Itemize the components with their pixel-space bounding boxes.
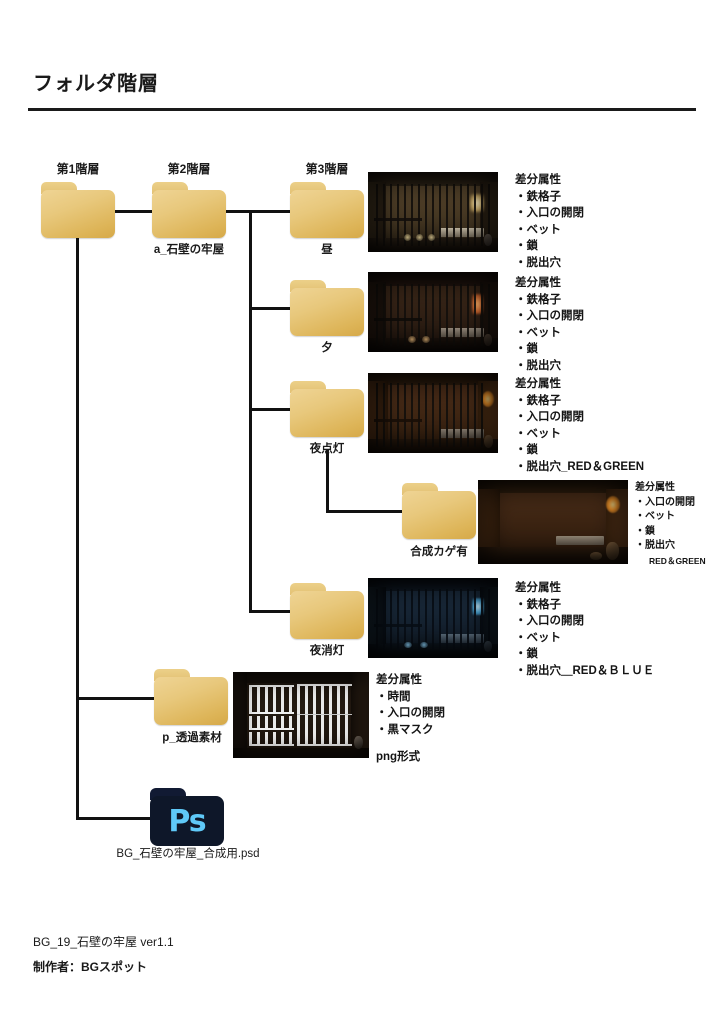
- psd-file-label: BG_石壁の牢屋_合成用.psd: [116, 848, 260, 860]
- folder-body-icon: [41, 190, 115, 238]
- connector-tentou-to-kage: [326, 510, 402, 513]
- annotation-item: ・鎖: [635, 525, 655, 537]
- connector-tentou-down: [326, 450, 329, 513]
- annotation-head: 差分属性: [515, 378, 561, 390]
- folder-body-icon: [290, 389, 364, 437]
- folder-hiru[interactable]: [290, 182, 364, 238]
- thumbnail-yoru-tentou[interactable]: [368, 373, 498, 453]
- annotation-item: ・脱出穴＿RED＆ＢＬＵＥ: [515, 664, 655, 677]
- annotation-item: ・入口の開閉: [515, 207, 584, 220]
- footer-title: BG_19_石壁の牢屋 ver1.1: [33, 935, 174, 949]
- thumbnail-hiru[interactable]: [368, 172, 498, 252]
- connector-root-to-touka: [76, 697, 154, 700]
- photoshop-icon-glyph: Ps: [168, 803, 206, 839]
- folder-body-icon: [154, 677, 228, 725]
- annotation-item: ・入口の開閉: [635, 496, 695, 508]
- connector-to-yoru-tentou: [249, 408, 292, 411]
- annotation-item: ・脱出穴_RED＆GREEN: [515, 460, 645, 473]
- annotation-item: ・鉄格子: [515, 190, 561, 203]
- folder-label-yuu: 夕: [321, 342, 333, 354]
- annotation-yuu: 差分属性 ・鉄格子 ・入口の開閉 ・ベット ・鎖 ・脱出穴: [515, 275, 584, 375]
- footer-author: 制作者：BGスポット: [33, 960, 148, 974]
- annotation-item: ・ベット: [515, 326, 561, 339]
- folder-yoru-shoutou[interactable]: [290, 583, 364, 639]
- annotation-subnote: RED＆GREEN: [649, 555, 706, 566]
- annotation-hiru: 差分属性 ・鉄格子 ・入口の開閉 ・ベット ・鎖 ・脱出穴: [515, 172, 584, 272]
- annotation-item: ・ベット: [515, 223, 561, 236]
- folder-label-hiru: 昼: [321, 244, 333, 256]
- connector-level2-out: [226, 210, 252, 213]
- annotation-item: ・鉄格子: [515, 394, 561, 407]
- folder-body-icon: [290, 591, 364, 639]
- level-label-1: 第1階層: [56, 162, 100, 176]
- annotation-item: ・鎖: [515, 648, 538, 661]
- annotation-item: ・入口の開閉: [376, 707, 445, 720]
- annotation-item: ・入口の開閉: [515, 310, 584, 323]
- title-divider: [28, 108, 696, 111]
- folder-label-a-ishikabe: a_石壁の牢屋: [153, 244, 225, 256]
- folder-p-touka-sozai[interactable]: [154, 669, 228, 725]
- folder-label-gousei-kage: 合成カゲ有: [410, 546, 468, 558]
- annotation-item: ・入口の開閉: [515, 411, 584, 424]
- folder-gousei-kage-ari[interactable]: [402, 483, 476, 539]
- annotation-yoru-shoutou: 差分属性 ・鉄格子 ・入口の開閉 ・ベット ・鎖 ・脱出穴＿RED＆ＢＬＵＥ: [515, 580, 654, 680]
- thumbnail-gousei-kage[interactable]: [478, 480, 628, 564]
- thumbnail-p-touka-sozai[interactable]: [233, 672, 369, 758]
- connector-to-hiru: [249, 210, 292, 213]
- thumbnail-yoru-shoutou[interactable]: [368, 578, 498, 658]
- folder-label-p-touka-sozai: p_透過素材: [162, 732, 222, 744]
- annotation-item: ・鎖: [515, 343, 538, 356]
- folder-body-icon: [402, 491, 476, 539]
- photoshop-icon[interactable]: Ps: [150, 788, 224, 846]
- annotation-item: ・脱出穴: [515, 256, 561, 269]
- annotation-item: ・時間: [376, 690, 411, 703]
- annotation-item: ・黒マスク: [376, 723, 434, 736]
- annotation-yoru-tentou: 差分属性 ・鉄格子 ・入口の開閉 ・ベット ・鎖 ・脱出穴_RED＆GREEN: [515, 376, 644, 476]
- folder-yuu[interactable]: [290, 280, 364, 336]
- folder-root[interactable]: [41, 182, 115, 238]
- folder-a-ishikabe-no-rouya[interactable]: [152, 182, 226, 238]
- annotation-item: ・ベット: [635, 511, 675, 522]
- annotation-item: ・ベット: [515, 427, 561, 440]
- photoshop-body-icon: [150, 796, 224, 846]
- annotation-item: ・鎖: [515, 240, 538, 253]
- connector-root-to-psd: [76, 817, 150, 820]
- thumbnail-yuu[interactable]: [368, 272, 498, 352]
- annotation-head: 差分属性: [515, 277, 561, 289]
- annotation-gousei-kage: 差分属性 ・入口の開閉 ・ベット ・鎖 ・脱出穴 RED＆GREEN: [635, 481, 706, 568]
- connector-level3-spine: [249, 210, 252, 612]
- annotation-item: ・鉄格子: [515, 598, 561, 611]
- folder-label-yoru-shoutou: 夜消灯: [309, 645, 345, 657]
- folder-body-icon: [290, 288, 364, 336]
- annotation-item: ・鉄格子: [515, 293, 561, 306]
- connector-to-yoru-shoutou: [249, 610, 292, 613]
- annotation-head: 差分属性: [515, 582, 561, 594]
- folder-label-yoru-tentou: 夜点灯: [309, 443, 345, 455]
- annotation-item: ・脱出穴: [635, 540, 675, 551]
- note-png-format: png形式: [376, 751, 421, 763]
- annotation-p-touka-sozai: 差分属性 ・時間 ・入口の開閉 ・黒マスク: [376, 672, 445, 738]
- annotation-head: 差分属性: [635, 482, 675, 493]
- annotation-head: 差分属性: [376, 674, 422, 686]
- level-label-2: 第2階層: [167, 162, 211, 176]
- annotation-item: ・入口の開閉: [515, 615, 584, 628]
- annotation-item: ・鎖: [515, 444, 538, 457]
- page-title: フォルダ階層: [33, 73, 159, 95]
- connector-root-to-level2: [114, 210, 154, 213]
- annotation-head: 差分属性: [515, 174, 561, 186]
- level-label-3: 第3階層: [305, 162, 349, 176]
- connector-root-spine: [76, 234, 79, 820]
- annotation-item: ・脱出穴: [515, 359, 561, 372]
- folder-body-icon: [290, 190, 364, 238]
- folder-yoru-tentou[interactable]: [290, 381, 364, 437]
- connector-to-yuu: [249, 307, 292, 310]
- folder-body-icon: [152, 190, 226, 238]
- annotation-item: ・ベット: [515, 631, 561, 644]
